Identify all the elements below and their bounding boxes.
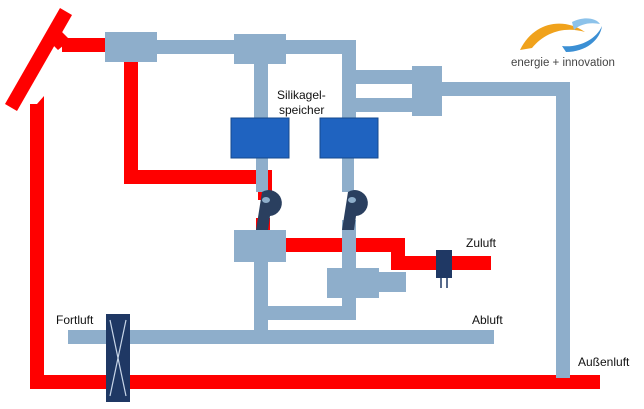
- fan-left-eye: [262, 197, 270, 203]
- label-storage-line1: Silikagel-: [277, 88, 326, 102]
- red-duct-inner-horizontal: [124, 170, 272, 184]
- logo-swoosh-blue: [562, 26, 602, 52]
- label-storage-line2: speicher: [279, 103, 324, 117]
- grey-duct-bottom-link: [254, 306, 356, 320]
- junction-boxes: [105, 32, 442, 298]
- red-duct-bottom: [30, 375, 600, 389]
- logo-swoosh-orange: [520, 23, 585, 50]
- junction-right-top: [412, 66, 442, 116]
- grey-duct-outdoor-vertical: [556, 82, 570, 378]
- grey-duct-right-mid: [342, 156, 354, 192]
- grey-duct-right-header-1: [342, 70, 422, 84]
- grey-duct-extract: [68, 330, 494, 344]
- logo-swoosh-lightblue: [572, 18, 600, 30]
- grey-duct-right-header-2: [342, 98, 422, 112]
- storage-left: [230, 117, 290, 159]
- fan-right: [342, 190, 368, 230]
- grey-duct-left-lower: [254, 258, 268, 334]
- heat-exchanger: [106, 314, 130, 402]
- silica-gel-storages: [230, 117, 379, 159]
- junction-mid-right: [327, 268, 379, 298]
- red-duct-top-stub: [62, 38, 110, 52]
- grey-duct-top: [110, 40, 356, 54]
- junction-mid-left: [234, 230, 286, 262]
- junction-top-left: [105, 32, 157, 62]
- grey-duct-outdoor-horizontal: [440, 82, 570, 96]
- grey-duct-left-upper: [254, 50, 268, 118]
- red-duct-roof-tip: [50, 32, 70, 50]
- energie-innovation-logo: energie + innovation: [511, 18, 615, 69]
- grey-duct-network: [68, 40, 570, 378]
- fan-left: [256, 190, 282, 230]
- label-exhaust-air: Fortluft: [56, 313, 94, 327]
- red-duct-left-vertical: [30, 104, 44, 388]
- red-duct-left-top: [30, 96, 44, 112]
- grey-duct-left-mid: [256, 156, 268, 192]
- label-extract-air: Abluft: [472, 313, 503, 327]
- red-duct-inner-vertical: [124, 60, 138, 184]
- storage-right: [319, 117, 379, 159]
- red-duct-roof-slope: [5, 8, 72, 111]
- fan-right-eye: [348, 197, 356, 203]
- heater-body: [436, 250, 452, 278]
- logo-text: energie + innovation: [511, 57, 615, 69]
- label-outdoor-air: Außenluft: [578, 355, 630, 369]
- junction-top-middle: [234, 34, 286, 64]
- junction-mid-right-outlet: [378, 272, 406, 292]
- supply-heater: [436, 250, 452, 288]
- label-supply-air: Zuluft: [466, 236, 497, 250]
- heat-exchanger-diag-2: [109, 319, 127, 397]
